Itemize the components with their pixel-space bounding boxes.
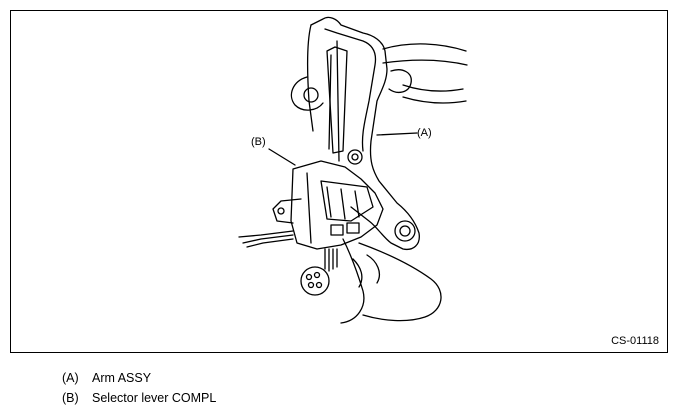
figure-frame: (A) (B) CS-01118 [10,10,668,353]
connector [300,266,330,296]
lever-shaft [326,46,348,154]
legend-key: (B) [62,391,79,405]
selector-lever-illustration [238,16,468,324]
wire-harness [238,230,294,248]
callout-arm-assy: (A) [417,127,432,139]
leader-line-a [376,132,418,136]
selector-lever-body [290,160,384,250]
legend: (A) Arm ASSY (B) Selector lever COMPL [62,368,216,408]
figure-code: CS-01118 [611,335,659,347]
legend-text: Selector lever COMPL [92,391,217,405]
legend-item: (B) Selector lever COMPL [62,388,216,408]
legend-text: Arm ASSY [92,371,152,385]
upper-hand [382,43,468,104]
legend-key: (A) [62,371,79,385]
legend-item: (A) Arm ASSY [62,368,216,388]
leader-line-b [268,148,296,166]
callout-selector-lever: (B) [251,136,266,148]
arm-assy [310,16,420,251]
lower-hand [340,238,442,324]
